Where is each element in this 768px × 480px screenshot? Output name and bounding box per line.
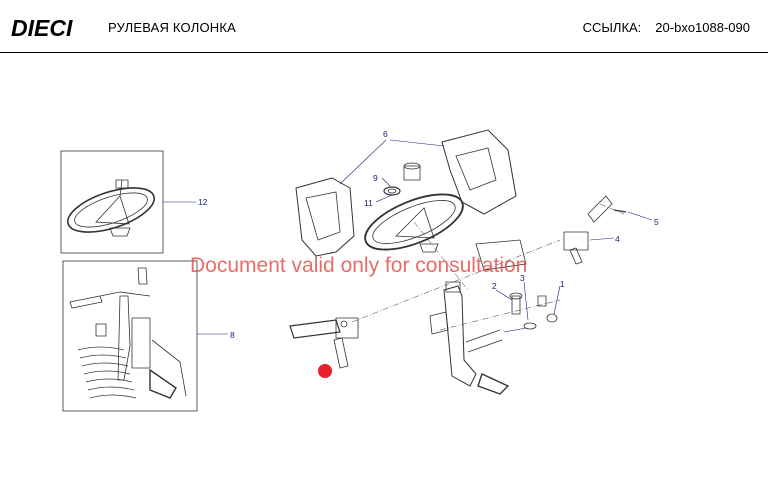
callout-3: 3 [520, 273, 525, 283]
brand-name: DIECI [11, 15, 73, 41]
detail-frame-8 [62, 260, 198, 412]
callout-12: 12 [198, 197, 208, 207]
lever-switch [563, 195, 627, 265]
column-assembly-detail [69, 267, 187, 399]
callout-6: 6 [383, 129, 388, 139]
detail-frame-12 [60, 150, 164, 254]
page-header: DIECI РУЛЕВАЯ КОЛОНКА ССЫЛКА: 20-bxo1088-… [0, 0, 768, 52]
callout-5: 5 [654, 217, 659, 227]
header-divider [0, 52, 768, 53]
steering-column [429, 239, 527, 395]
steering-wheel-detail [67, 179, 155, 237]
callout-1: 1 [560, 279, 565, 289]
dieci-logo: DIECI [11, 15, 73, 41]
horn-cap [403, 162, 421, 181]
callout-leaders [339, 139, 653, 333]
callout-11: 11 [364, 198, 373, 208]
reference: ССЫЛКА: 20-bxo1088-090 [583, 20, 750, 35]
column-shroud [295, 129, 517, 257]
reference-code: 20-bxo1088-090 [655, 20, 750, 35]
detail-box-12 [60, 150, 196, 254]
callout-8: 8 [230, 330, 235, 340]
watermark-text: Document valid only for consultation [190, 254, 528, 277]
detail-box-8 [62, 260, 228, 412]
hotspot-marker[interactable] [318, 364, 332, 378]
callout-9: 9 [373, 173, 378, 183]
multi-function-switch [289, 317, 359, 369]
callout-4: 4 [615, 234, 620, 244]
nut-ring [383, 186, 401, 196]
bolts-and-washers [509, 292, 558, 330]
steering-wheel [364, 193, 464, 253]
assembly-lines [351, 203, 625, 331]
callout-2: 2 [492, 281, 497, 291]
reference-label: ССЫЛКА: [582, 20, 642, 35]
page-title: РУЛЕВАЯ КОЛОНКА [108, 20, 236, 35]
